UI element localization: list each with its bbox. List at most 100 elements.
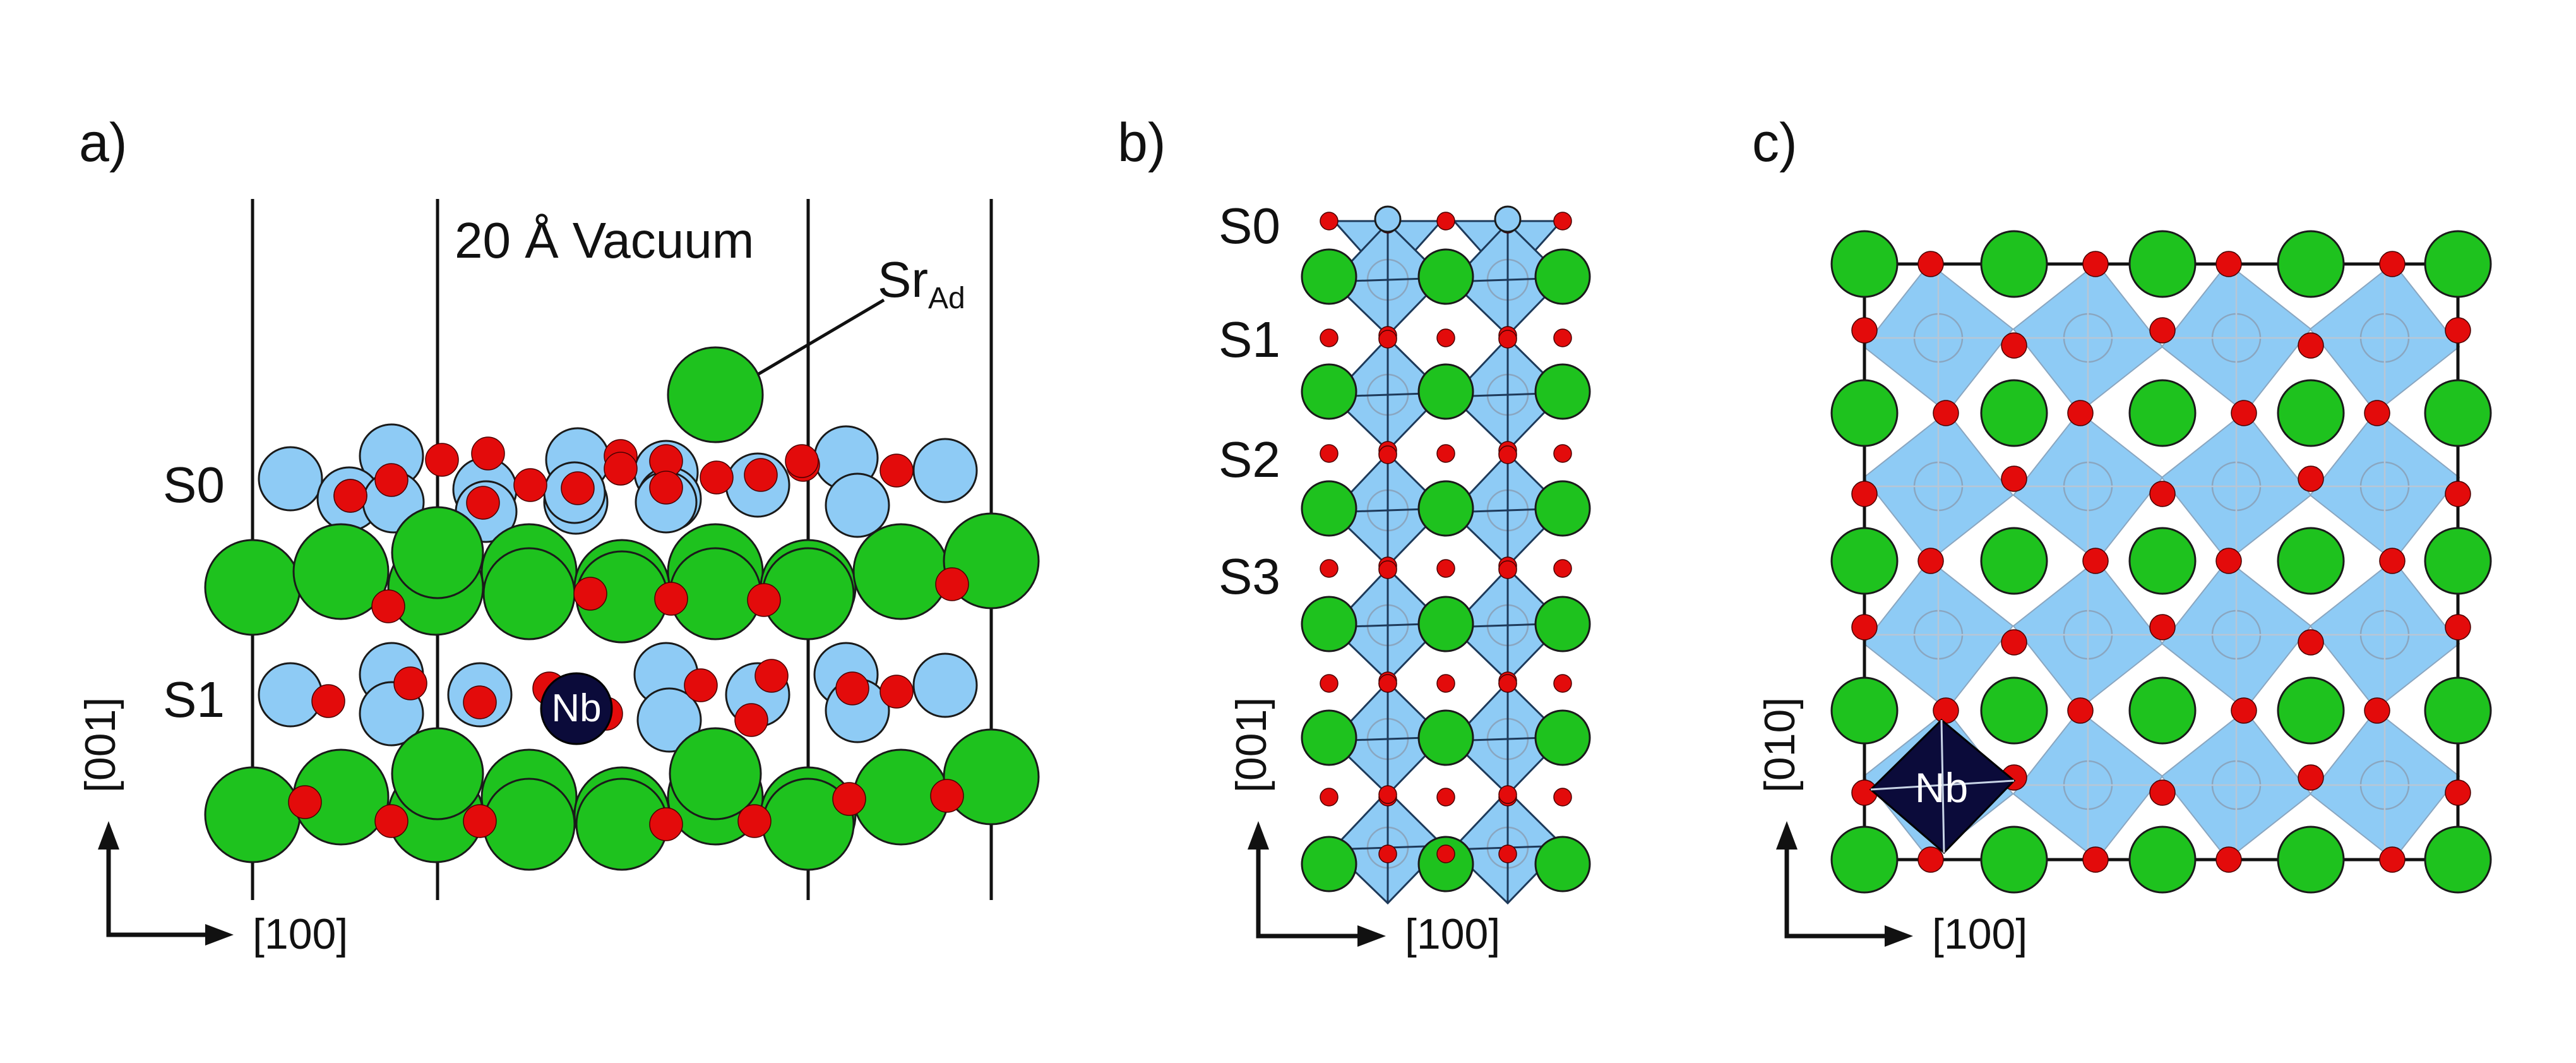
sr-atom	[1301, 836, 1357, 892]
o-atom	[649, 471, 683, 505]
o-atom	[747, 583, 781, 617]
axis-b-vertical-label: [001]	[1227, 697, 1275, 793]
nb-label: Nb	[551, 687, 601, 730]
sr-atom	[1830, 676, 1899, 745]
o-atom	[1917, 251, 1944, 277]
axes-a-right-arrow	[205, 924, 234, 946]
sr-atom	[2128, 230, 2197, 298]
sr-atom	[1301, 480, 1357, 537]
o-atom	[1851, 614, 1878, 640]
sr-atom	[1980, 230, 2048, 298]
sr-atom	[2277, 676, 2345, 745]
o-atom	[2298, 465, 2324, 492]
o-atom	[1436, 444, 1455, 463]
o-atom	[1436, 328, 1455, 347]
sr-atom	[391, 727, 484, 820]
o-atom	[880, 675, 914, 709]
sr-atom	[1830, 379, 1899, 447]
o-atom	[1933, 697, 1959, 724]
ti-atom	[258, 446, 323, 512]
o-atom	[1436, 674, 1455, 693]
o-atom	[466, 486, 500, 520]
sr-atom	[1301, 363, 1357, 420]
o-atom	[2082, 548, 2109, 574]
o-atom	[1851, 481, 1878, 507]
sr-atom	[1417, 596, 1474, 652]
sr-atom	[204, 766, 301, 863]
axes-a-lines	[106, 827, 215, 937]
axes-a-up-arrow	[98, 821, 119, 850]
panel-a: a) 20 Å Vacuum SrAd S0 S1 Nb [001] [100]	[76, 112, 1040, 958]
sr-atom	[1980, 826, 2048, 894]
layer-label-s0: S0	[1219, 198, 1280, 254]
o-atom	[2445, 317, 2471, 344]
sr-atom	[1301, 596, 1357, 652]
sr-atom	[1980, 379, 2048, 447]
o-atom	[371, 589, 405, 623]
o-atom	[463, 685, 497, 719]
panel-c-label: c)	[1752, 112, 1798, 173]
o-atom	[1498, 674, 1517, 693]
sr-atom	[482, 778, 576, 871]
ti-atom	[825, 472, 890, 538]
o-atom	[2445, 481, 2471, 507]
sr-atom	[482, 547, 576, 640]
o-atom	[1498, 330, 1517, 349]
sr-atom	[2424, 527, 2492, 595]
sr-atom	[1417, 248, 1474, 305]
sr-ad-label: SrAd	[878, 251, 965, 315]
o-atom	[561, 471, 595, 505]
axis-c-vertical-label: [010]	[1756, 697, 1804, 793]
o-atom	[1436, 788, 1455, 807]
o-atom	[2001, 629, 2027, 656]
o-atom	[1378, 674, 1397, 693]
o-atom	[604, 452, 638, 486]
o-atom	[2067, 697, 2094, 724]
o-atom	[1378, 330, 1397, 349]
ti-atom	[636, 687, 702, 753]
o-atom	[2001, 465, 2027, 492]
sr-atom	[2277, 826, 2345, 894]
sr-atom	[1830, 230, 1899, 298]
sr-ad-leader-line	[749, 298, 885, 381]
sr-atom	[1301, 248, 1357, 305]
o-atom	[832, 782, 866, 816]
o-atom	[1320, 559, 1339, 578]
sr-atom	[943, 728, 1040, 826]
sr-atom	[204, 539, 301, 636]
sr-atom	[669, 727, 762, 820]
sr-atom	[391, 506, 484, 599]
sr-atom	[1534, 836, 1591, 892]
o-atom	[1553, 788, 1572, 807]
sr-atom	[2277, 527, 2345, 595]
o-atom	[880, 453, 914, 488]
octahedra-grid	[1863, 262, 2460, 861]
o-atom	[2379, 548, 2406, 574]
o-atom	[2067, 400, 2094, 426]
o-atom	[513, 468, 547, 502]
o-atom	[1378, 445, 1397, 464]
o-atom	[1553, 212, 1572, 231]
o-atom	[2379, 251, 2406, 277]
axes-a: [001] [100]	[76, 697, 348, 958]
o-atom	[1553, 328, 1572, 347]
o-atom	[463, 804, 497, 838]
o-atom	[2298, 332, 2324, 359]
o-atom	[573, 577, 607, 611]
o-atom	[2215, 251, 2242, 277]
ti-atom	[1374, 205, 1402, 233]
o-atom	[2231, 400, 2257, 426]
o-atom	[2082, 846, 2109, 873]
o-atom	[425, 443, 459, 477]
sr-atom	[1534, 248, 1591, 305]
nb-octahedron: Nb	[1869, 718, 2016, 855]
o-atom	[1498, 785, 1517, 804]
panel-c: c) Nb [010] [100]	[1752, 112, 2492, 958]
o-atom	[2379, 846, 2406, 873]
o-atom	[333, 479, 367, 513]
sr-atom	[1534, 363, 1591, 420]
axis-a-vertical-label: [001]	[76, 697, 124, 793]
panel-b-label: b)	[1118, 112, 1166, 173]
o-atom	[744, 458, 778, 492]
